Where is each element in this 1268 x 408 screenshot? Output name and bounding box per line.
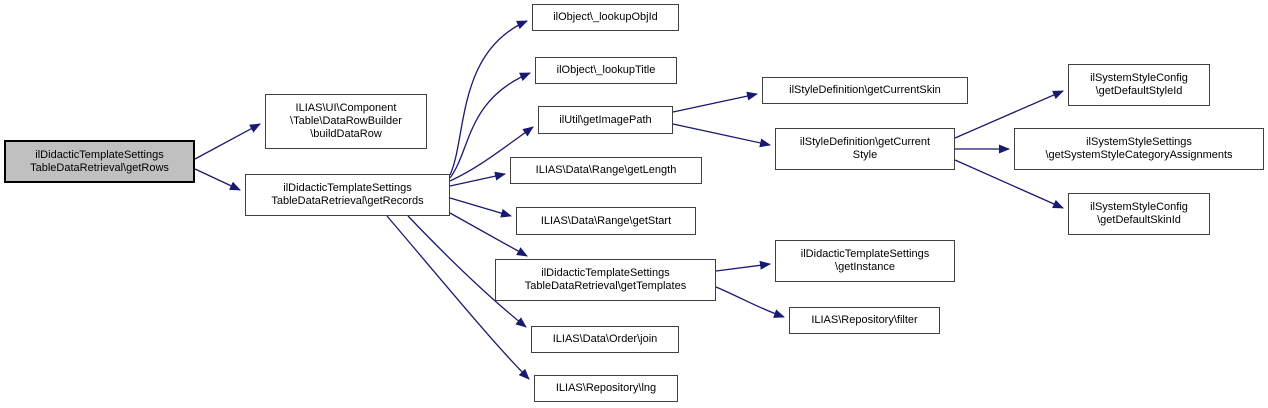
node-label-line: TableDataRetrieval\getRecords [271, 195, 424, 207]
node-label-line: ILIAS\Data\Range\getLength [535, 164, 677, 176]
node-label-line: ILIAS\Data\Order\join [552, 333, 658, 345]
node-label-line: ilDidacticTemplateSettings [35, 148, 164, 161]
edge-get-records-to-order-join [407, 215, 527, 328]
node-get-default-skin-id[interactable]: ilSystemStyleConfig \getDefaultSkinId [1068, 193, 1210, 235]
node-label-line: \getSystemStyleCategoryAssignments [1045, 149, 1233, 161]
node-label-line: ilSystemStyleConfig [1090, 201, 1188, 213]
edge-get-image-path-to-get-current-style [672, 123, 771, 148]
node-label-line: ilUtil\getImagePath [559, 113, 652, 126]
node-label-line: ilDidacticTemplateSettings [800, 248, 930, 260]
node-get-system-style-category-assignments[interactable]: ilSystemStyleSettings \getSystemStyleCat… [1014, 128, 1264, 170]
node-label-line: \getDefaultStyleId [1095, 85, 1183, 97]
node-label-line: TableDataRetrieval\getTemplates [524, 280, 687, 292]
node-get-records[interactable]: ilDidacticTemplateSettings TableDataRetr… [245, 174, 450, 216]
node-label-line: ilObject\_lookupObjId [553, 11, 658, 23]
node-label-line: ILIAS\Repository\filter [811, 314, 918, 326]
node-get-templates[interactable]: ilDidacticTemplateSettings TableDataRetr… [495, 259, 716, 301]
edge-get-records-to-get-length [449, 171, 506, 187]
edge-get-records-to-repository-lng [386, 215, 530, 380]
node-build-data-row[interactable]: ILIAS\UI\Component \Table\DataRowBuilder… [265, 94, 427, 149]
node-label-line: ilObject\_lookupTitle [556, 64, 656, 76]
edge-get-rows-to-get-records [194, 168, 241, 191]
node-get-start[interactable]: ILIAS\Data\Range\getStart [516, 207, 696, 235]
node-lookup-title[interactable]: ilObject\_lookupTitle [535, 57, 677, 84]
node-label-line: \buildDataRow [310, 128, 382, 140]
node-get-rows: ilDidacticTemplateSettings TableDataRetr… [4, 140, 195, 183]
node-get-default-style-id[interactable]: ilSystemStyleConfig \getDefaultStyleId [1068, 64, 1210, 106]
node-label-line: Style [852, 149, 878, 161]
node-get-current-style[interactable]: ilStyleDefinition\getCurrent Style [775, 128, 955, 170]
edge-get-templates-to-get-instance [715, 260, 771, 272]
node-get-instance[interactable]: ilDidacticTemplateSettings \getInstance [775, 240, 955, 282]
edge-get-current-style-to-get-default-skin-id [954, 159, 1064, 209]
node-label-line: ILIAS\UI\Component [295, 102, 397, 114]
edge-get-image-path-to-get-current-skin [672, 91, 758, 113]
node-order-join[interactable]: ILIAS\Data\Order\join [531, 326, 679, 353]
edge-get-records-to-get-templates [449, 212, 528, 257]
node-label-line: \Table\DataRowBuilder [290, 115, 402, 127]
node-get-current-skin[interactable]: ilStyleDefinition\getCurrentSkin [762, 77, 968, 104]
edge-get-records-to-get-image-path [449, 126, 534, 182]
node-lookup-obj-id[interactable]: ilObject\_lookupObjId [532, 4, 679, 31]
edge-get-rows-to-build-data-row [194, 123, 261, 160]
node-label-line: ilDidacticTemplateSettings [541, 267, 670, 279]
node-label-line: ilStyleDefinition\getCurrent [799, 136, 931, 148]
node-get-image-path[interactable]: ilUtil\getImagePath [538, 106, 673, 134]
node-label-line: ilStyleDefinition\getCurrentSkin [789, 84, 941, 96]
node-get-length[interactable]: ILIAS\Data\Range\getLength [510, 157, 702, 184]
node-label-line: ILIAS\Repository\lng [555, 382, 657, 394]
node-label-line: ilSystemStyleSettings [1086, 136, 1192, 148]
edge-get-records-to-get-start [449, 197, 512, 218]
node-label-line: ilSystemStyleConfig [1090, 72, 1188, 84]
node-label-line: \getDefaultSkinId [1097, 214, 1181, 226]
edge-get-records-to-lookup-obj-id [449, 20, 528, 176]
node-repository-filter[interactable]: ILIAS\Repository\filter [789, 307, 940, 334]
node-label-line: ILIAS\Data\Range\getStart [540, 214, 672, 227]
node-label-line: \getInstance [835, 261, 895, 273]
node-label-line: ilDidacticTemplateSettings [283, 182, 412, 194]
node-label-line: TableDataRetrieval\getRows [30, 161, 169, 174]
edge-get-templates-to-repository-filter [715, 286, 785, 318]
node-repository-lng[interactable]: ILIAS\Repository\lng [534, 375, 678, 402]
edge-get-records-to-lookup-title [449, 72, 531, 179]
edge-get-current-style-to-get-default-style-id [954, 90, 1064, 139]
